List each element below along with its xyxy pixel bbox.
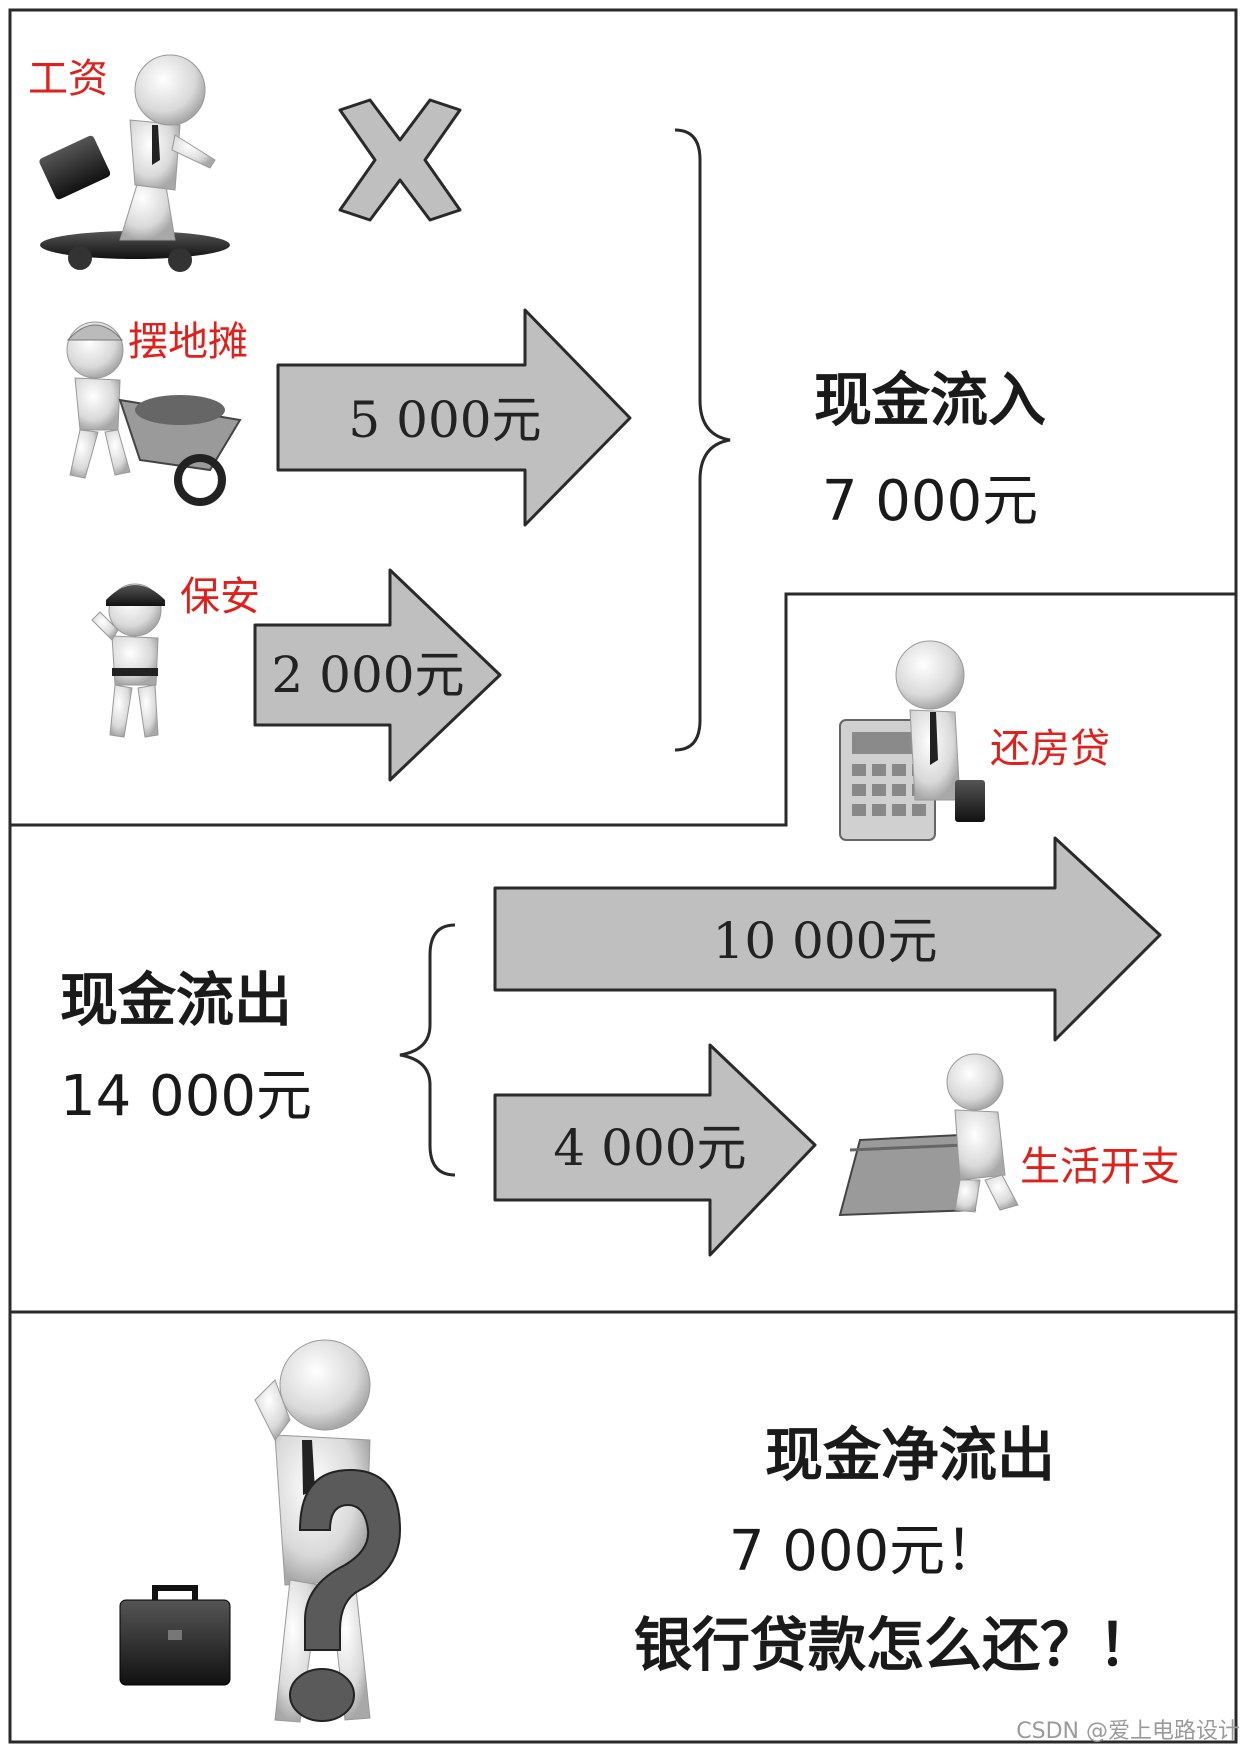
frame	[8, 8, 1238, 1744]
expense-arrow-living	[493, 1043, 817, 1257]
income-amount-street-stall: 5 000元	[348, 391, 541, 449]
question-mark-man-icon	[119, 1339, 402, 1723]
income-amount-security-guard: 2 000元	[271, 646, 464, 704]
expense-amount: 14 000元	[60, 1064, 312, 1129]
result-line-net-outflow: 现金净流出	[765, 1421, 1055, 1489]
source-label-salary: 工资	[28, 56, 108, 102]
expense-amount-living: 4 000元	[553, 1119, 746, 1177]
blocked-x-icon	[338, 98, 462, 222]
income-brace	[674, 128, 731, 752]
expense-label-mortgage: 还房贷	[990, 726, 1110, 772]
income-arrow-street-stall	[276, 308, 632, 527]
source-label-street-stall: 摆地摊	[128, 319, 248, 365]
expense-label-living: 生活开支	[1020, 1144, 1180, 1190]
wheelbarrow-worker-icon	[66, 321, 242, 506]
skateboard-businessman-icon	[39, 54, 230, 272]
expense-arrow-mortgage	[493, 836, 1162, 1042]
expense-amount-mortgage: 10 000元	[713, 912, 938, 970]
result-line-question: 银行贷款怎么还？！	[634, 1611, 1156, 1679]
calculator-man-icon	[839, 640, 985, 841]
watermark: CSDN @爱上电路设计	[1016, 1719, 1240, 1744]
result-line-amount: 7 000元！	[729, 1519, 1001, 1584]
wallet-man-icon	[838, 1053, 1019, 1217]
source-label-security-guard: 保安	[180, 574, 260, 620]
expense-title: 现金流出	[60, 966, 292, 1034]
expense-brace	[399, 923, 456, 1177]
income-total-title: 现金流入	[814, 366, 1046, 434]
income-arrow-security-guard	[253, 568, 502, 782]
result-section-border	[8, 1310, 1238, 1744]
income-total-amount: 7 000元	[822, 469, 1038, 534]
security-guard-icon	[91, 583, 165, 738]
